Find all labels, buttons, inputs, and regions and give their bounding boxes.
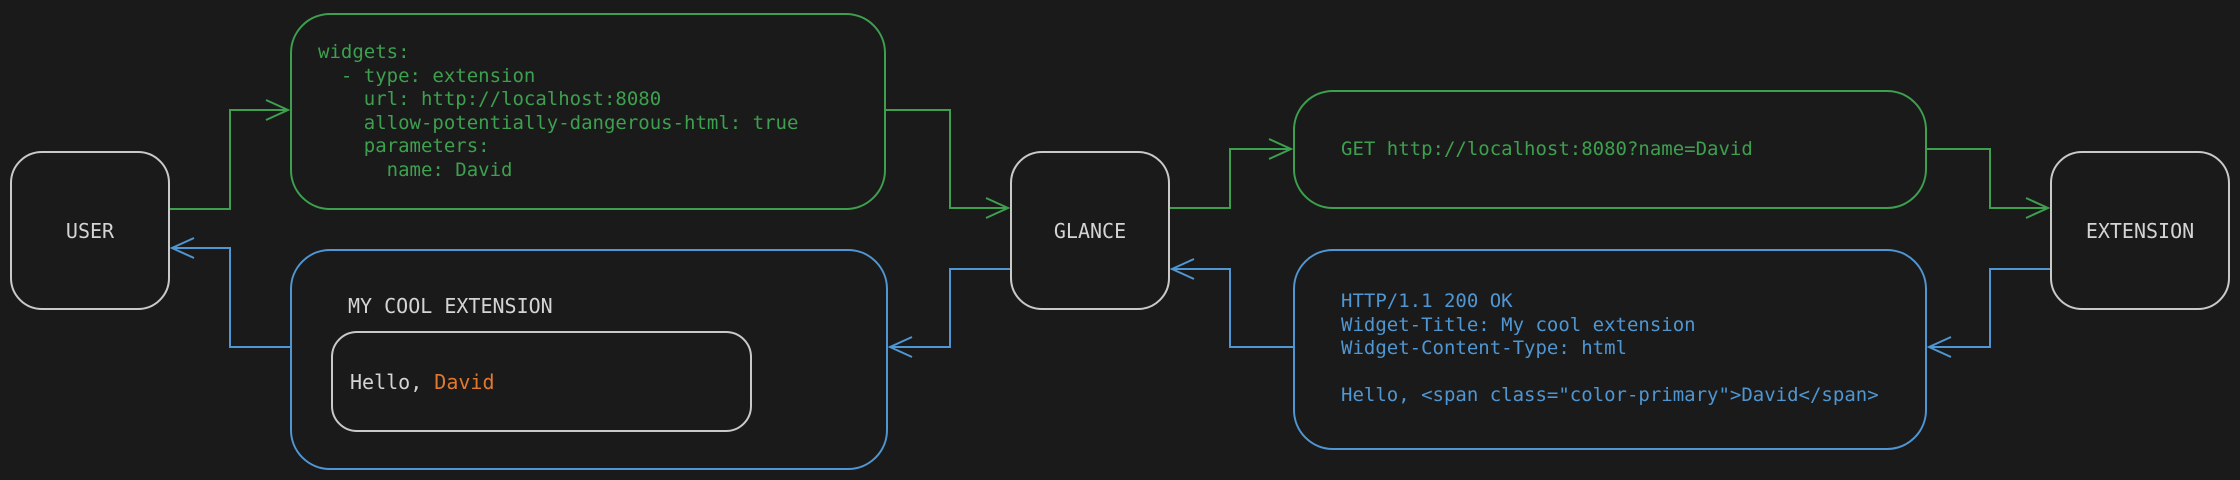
response-line (1341, 361, 1879, 385)
config-line: parameters: (318, 135, 490, 157)
node-glance-label: GLANCE (1053, 218, 1127, 243)
http-request-box (1293, 90, 1927, 209)
config-yaml-box (290, 13, 886, 210)
node-user-label: USER (65, 218, 115, 243)
arrow-response-to-glance (1169, 258, 1293, 348)
widget-greeting-box: Hello, David (331, 331, 752, 432)
arrow-request-to-extension (1927, 148, 2051, 219)
response-line: Widget-Content-Type: html (1341, 337, 1627, 359)
response-line: HTTP/1.1 200 OK (1341, 290, 1513, 312)
response-line: Widget-Title: My cool extension (1341, 313, 1696, 336)
arrow-config-to-glance (886, 109, 1011, 219)
arrow-widget-to-user (169, 237, 290, 348)
arrow-extension-to-response (1926, 268, 2050, 358)
node-user: USER (10, 151, 170, 310)
arrow-user-to-config (170, 99, 291, 210)
node-extension: EXTENSION (2050, 151, 2230, 310)
config-line: widgets: (318, 41, 410, 63)
http-request-code: GET http://localhost:8080?name=David (1341, 138, 1753, 162)
greeting-prefix: Hello, (350, 369, 435, 394)
arrow-glance-to-request (1170, 138, 1294, 209)
widget-preview-title: MY COOL EXTENSION (348, 294, 553, 318)
widget-preview-box (290, 249, 888, 470)
config-line: name: David (318, 158, 513, 181)
http-response-code: HTTP/1.1 200 OK Widget-Title: My cool ex… (1341, 290, 1879, 408)
config-line: - type: extension (318, 64, 536, 87)
node-glance: GLANCE (1010, 151, 1170, 310)
http-response-box (1293, 249, 1927, 450)
config-line: url: http://localhost:8080 (318, 88, 662, 110)
greeting-name: David (434, 369, 495, 394)
config-yaml-code: widgets: - type: extension url: http://l… (318, 41, 798, 182)
request-line: GET http://localhost:8080?name=David (1341, 138, 1753, 160)
config-line: allow-potentially-dangerous-html: true (318, 111, 799, 134)
node-extension-label: EXTENSION (2085, 218, 2195, 243)
arrow-glance-to-widget (887, 268, 1010, 358)
response-line: Hello, <span class="color-primary">David… (1341, 384, 1879, 406)
